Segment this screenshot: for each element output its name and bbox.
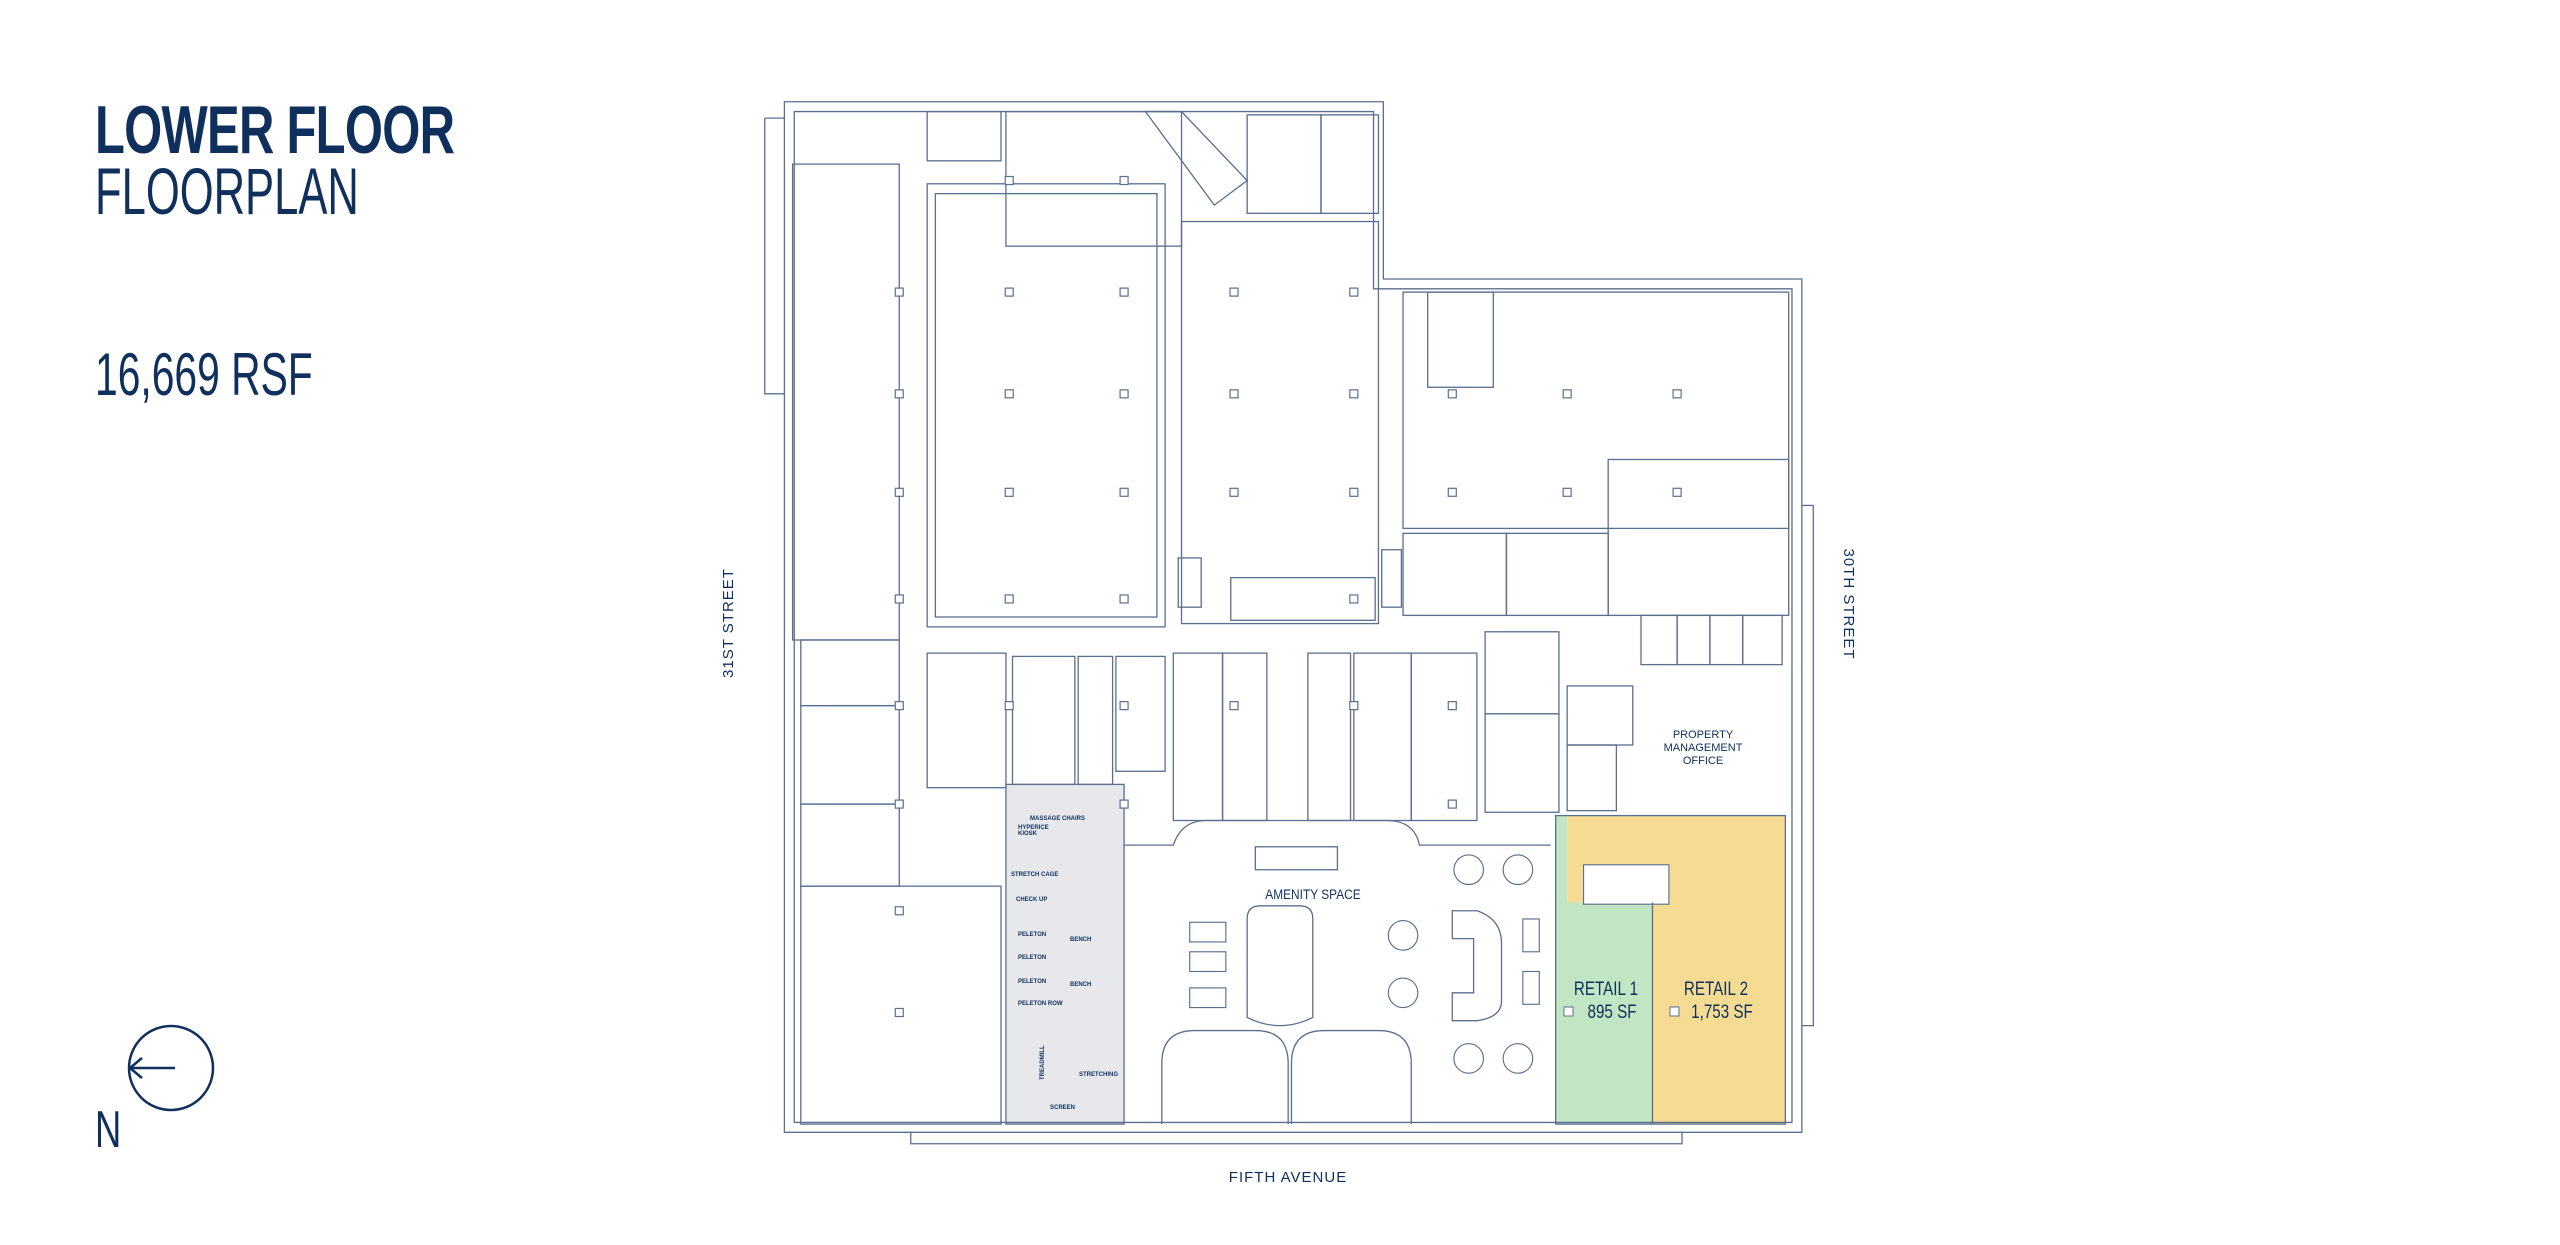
column-marker (1349, 701, 1359, 711)
column-marker (1004, 594, 1014, 604)
column-marker (1004, 389, 1014, 399)
column-marker (1562, 389, 1572, 399)
column-marker (1672, 389, 1682, 399)
gym-labels: MASSAGE CHAIRS HYPERICE KIOSK STRETCH CA… (1011, 816, 1118, 1111)
column-marker (1562, 487, 1572, 497)
column-marker (894, 906, 904, 916)
north-arrow-icon (127, 1024, 215, 1112)
gym-label-bench-1: BENCH (1070, 937, 1091, 943)
walls (764, 101, 1814, 1145)
gym-label-peleton-row: PELETON ROW (1018, 1001, 1063, 1007)
retail-1-area: 895 SF (1588, 1000, 1637, 1022)
column-marker (1004, 487, 1014, 497)
column-marker (1004, 287, 1014, 297)
north-label: N (95, 1101, 122, 1159)
gym-label-treadmill: TREADMILL (1040, 1045, 1046, 1080)
column-marker (894, 389, 904, 399)
column-marker (1004, 175, 1014, 186)
floor-subtitle: FLOORPLAN (95, 154, 359, 228)
pm-line-3: OFFICE (1683, 755, 1723, 767)
column-marker (1447, 701, 1457, 711)
gym-label-bench-2: BENCH (1070, 982, 1091, 988)
column-marker (1672, 487, 1682, 497)
column-marker (1004, 701, 1014, 711)
street-label-south: FIFTH AVENUE (1229, 1169, 1347, 1186)
retail-stairs (1582, 864, 1670, 905)
column-marker (1349, 389, 1359, 399)
column-marker (1229, 287, 1239, 297)
amenity-space-label: AMENITY SPACE (1265, 886, 1361, 902)
column-marker (1119, 487, 1129, 497)
column-marker (1119, 175, 1129, 186)
column-marker (1349, 287, 1359, 297)
column-marker (1447, 389, 1457, 399)
gym-label-peleton-3: PELETON (1018, 979, 1046, 985)
column-marker (1229, 487, 1239, 497)
page-title: LOWER FLOOR FLOORPLAN (95, 96, 594, 224)
retail-1-label[interactable]: RETAIL 1 895 SF (1563, 977, 1638, 1022)
retail-1-column-icon (1563, 1006, 1574, 1017)
gym-label-screen: SCREEN (1050, 1105, 1075, 1111)
property-management-label: PROPERTY MANAGEMENT OFFICE (1664, 729, 1743, 767)
furniture (1189, 854, 1540, 1074)
gym-label-peleton-2: PELETON (1018, 955, 1046, 961)
retail-2-column-icon (1669, 1006, 1680, 1017)
column-marker (894, 287, 904, 297)
column-marker (1119, 799, 1129, 809)
gym-label-check-up: CHECK UP (1016, 897, 1047, 903)
floor-title: LOWER FLOOR (95, 92, 455, 168)
column-marker (894, 487, 904, 497)
street-label-east: 30TH STREET (1840, 548, 1857, 659)
column-marker (894, 799, 904, 809)
retail-2-area: 1,753 SF (1691, 1000, 1753, 1022)
column-marker (1229, 701, 1239, 711)
retail-2-name: RETAIL 2 (1684, 977, 1748, 999)
gym-label-hyperice: HYPERICE (1018, 825, 1049, 831)
gym-label-massage: MASSAGE CHAIRS (1030, 816, 1085, 822)
column-marker (1119, 287, 1129, 297)
column-marker (1119, 389, 1129, 399)
column-marker (1349, 594, 1359, 604)
column-marker (1119, 594, 1129, 604)
street-label-west: 31ST STREET (720, 568, 737, 678)
column-marker (894, 594, 904, 604)
retail-1-name: RETAIL 1 (1574, 977, 1638, 999)
pm-line-2: MANAGEMENT (1664, 742, 1743, 754)
gym-label-kiosk: KIOSK (1018, 831, 1038, 837)
gym-area (1005, 784, 1125, 1125)
column-marker (1447, 487, 1457, 497)
column-marker (894, 1007, 904, 1018)
column-marker (1119, 701, 1129, 711)
column-marker (894, 701, 904, 711)
gym-label-stretching: STRETCHING (1079, 1072, 1118, 1078)
total-area: 16,669 RSF (95, 341, 313, 408)
pm-line-1: PROPERTY (1673, 729, 1734, 741)
column-marker (1447, 799, 1457, 809)
gym-label-stretch-cage: STRETCH CAGE (1011, 872, 1058, 878)
column-marker (1229, 389, 1239, 399)
gym-label-peleton-1: PELETON (1018, 932, 1046, 938)
retail-1-area[interactable] (1555, 815, 1653, 1125)
retail-2-label[interactable]: RETAIL 2 1,753 SF (1669, 977, 1753, 1022)
column-marker (1349, 487, 1359, 497)
